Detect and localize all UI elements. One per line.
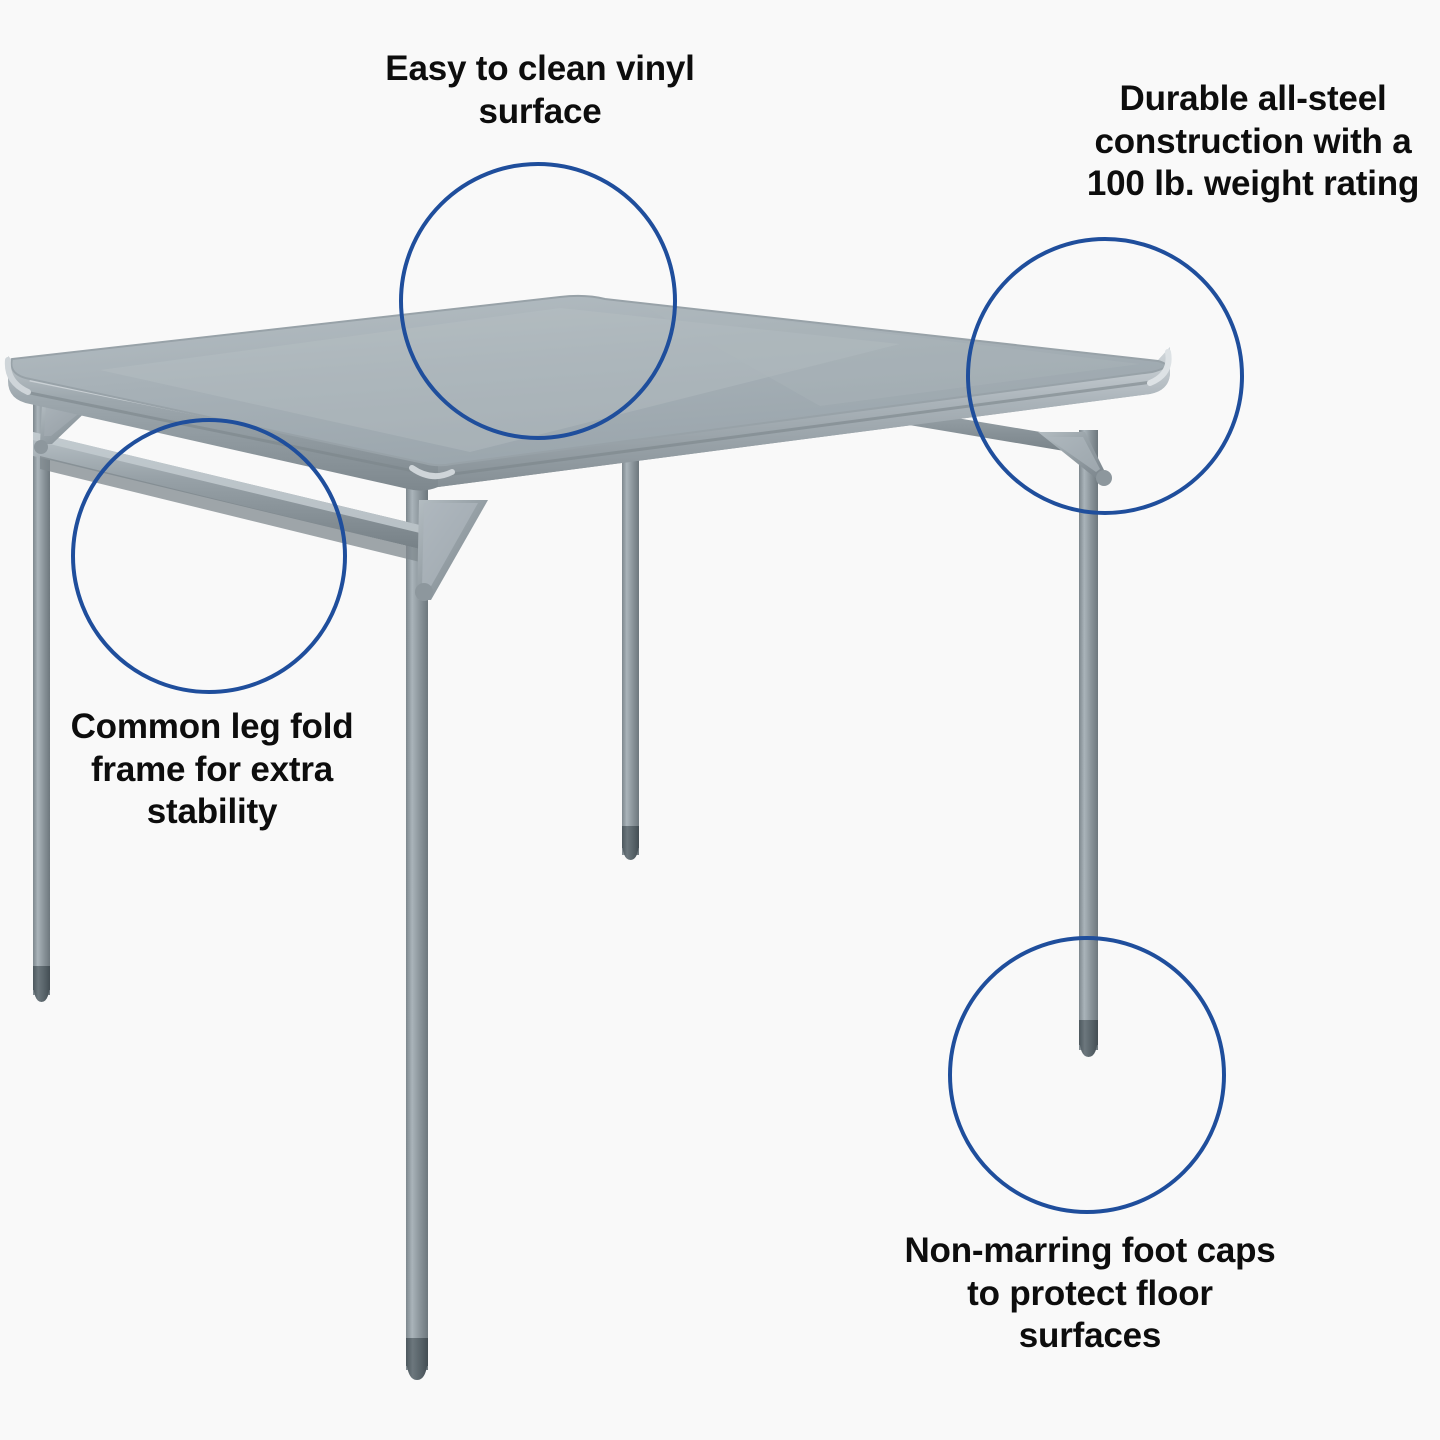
brace-right	[1038, 432, 1112, 486]
callout-label-leg-fold-frame: Common leg fold frame for extra stabilit…	[70, 707, 354, 832]
leg-right	[1079, 430, 1098, 1057]
annotation-circle-leg-fold-frame	[71, 418, 347, 694]
frame-rail-left	[33, 432, 420, 549]
annotation-circle-all-steel	[966, 237, 1244, 515]
table-top-surface	[10, 294, 1167, 467]
table-corner-highlights	[4, 349, 1172, 480]
leg-front-left	[406, 470, 428, 1380]
annotation-circle-vinyl-surface	[399, 162, 677, 440]
annotation-circle-foot-caps	[948, 936, 1226, 1214]
frame-rail-left-lower	[40, 456, 420, 562]
leg-back-left	[33, 400, 50, 1002]
callout-label-foot-caps: Non-marring foot caps to protect floor s…	[904, 1231, 1276, 1356]
callout-label-vinyl-surface: Easy to clean vinyl surface	[385, 49, 695, 131]
leg-back-center	[622, 430, 639, 860]
brace-front-left	[415, 500, 488, 601]
callout-label-all-steel: Durable all-steel construction with a 10…	[1086, 79, 1420, 204]
annotation-circles	[71, 162, 1244, 1214]
